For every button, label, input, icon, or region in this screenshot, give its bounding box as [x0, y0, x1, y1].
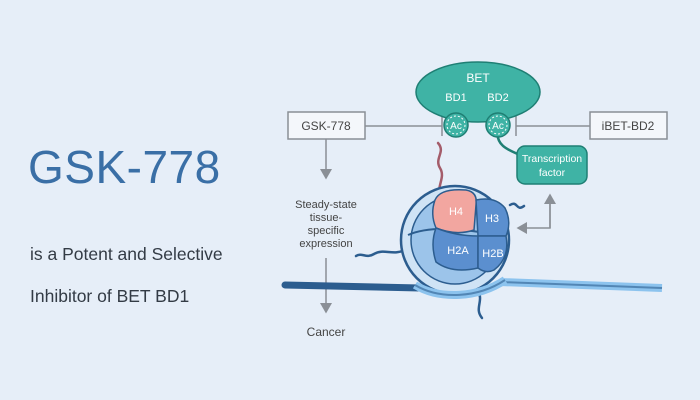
tf-line-1: Transcription: [522, 153, 582, 165]
histone-h3: [475, 198, 510, 237]
expression-line-3: specific: [308, 225, 345, 237]
expression-line-4: expression: [299, 238, 352, 250]
gsk778-box: GSK-778: [287, 111, 366, 140]
histone-h2a: [432, 227, 479, 271]
bd1-ac-site: [443, 112, 469, 138]
tf-nucleosome-arrow: [516, 193, 556, 234]
h2a-label: H2A: [447, 245, 469, 257]
ibet-bd2-box: iBET-BD2: [589, 111, 668, 140]
bd1-ac-label: Ac: [450, 121, 462, 132]
transcription-factor: Transcription factor: [496, 129, 588, 185]
subtitle-line-1: is a Potent and Selective: [30, 244, 223, 264]
histone-h2b: [477, 235, 508, 273]
gsk778-box-label: GSK-778: [301, 119, 351, 133]
bd2-ac-site: [485, 112, 511, 138]
bet-protein: BET BD1 BD2 Ac Ac: [415, 61, 541, 138]
histone-h4: [432, 188, 478, 234]
nucleosome: H4 H3 H2A H2B: [399, 184, 511, 296]
main-title: GSK-778: [28, 141, 221, 193]
ibet-bd2-box-label: iBET-BD2: [602, 119, 655, 133]
bd1-label: BD1: [445, 92, 466, 104]
inhibition-lines: [365, 116, 590, 136]
expression-line-1: Steady-state: [295, 199, 357, 211]
bd2-label: BD2: [487, 92, 508, 104]
h4-label: H4: [449, 206, 463, 218]
cancer-label: Cancer: [307, 325, 346, 339]
h3-label: H3: [485, 213, 499, 225]
h2b-label: H2B: [482, 248, 503, 260]
dna-strand: [281, 278, 663, 292]
tf-line-2: factor: [539, 167, 566, 179]
subtitle-line-2: Inhibitor of BET BD1: [30, 286, 190, 306]
bet-label: BET: [466, 71, 490, 85]
bd2-ac-label: Ac: [492, 121, 504, 132]
expression-line-2: tissue-: [310, 212, 343, 224]
